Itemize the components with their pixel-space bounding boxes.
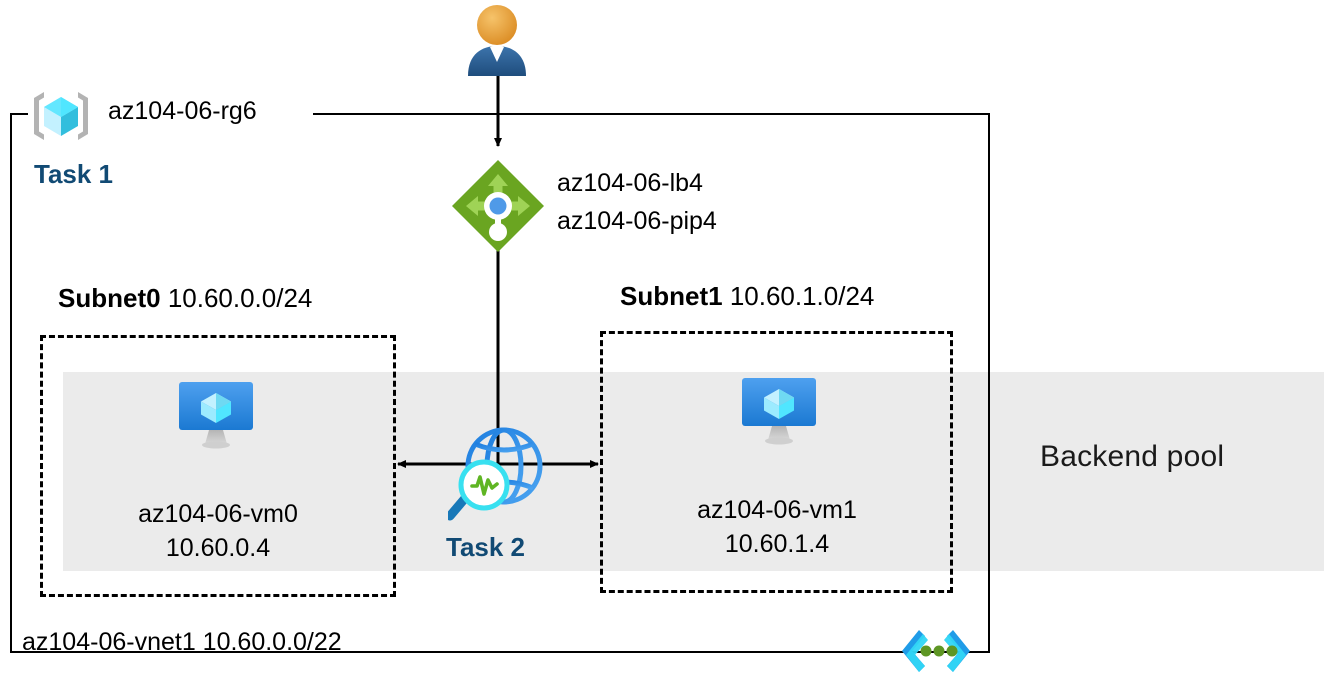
resource-group-box xyxy=(10,113,990,653)
network-watcher-icon xyxy=(445,420,554,526)
virtual-machine-icon xyxy=(740,376,818,448)
vm-label-vm1: az104-06-vm1 10.60.1.4 xyxy=(637,493,917,561)
vnet-label: az104-06-vnet1 10.60.0.0/22 xyxy=(22,628,342,656)
load-balancer-icon xyxy=(450,158,546,254)
task-2-label: Task 2 xyxy=(446,532,526,562)
virtual-machine-icon xyxy=(177,380,255,452)
vm-ip-vm0: 10.60.0.4 xyxy=(165,534,271,562)
vm-ip-vm1: 10.60.1.4 xyxy=(724,530,830,558)
subnet-name-subnet1: Subnet1 xyxy=(620,281,723,311)
resource-group-label-gap xyxy=(28,104,313,124)
resource-group-icon xyxy=(30,88,92,144)
virtual-network-icon xyxy=(897,628,975,674)
user-icon xyxy=(462,2,532,78)
subnet-cidr-subnet1: 10.60.1.0/24 xyxy=(729,281,875,311)
subnet-title-subnet1: Subnet1 10.60.1.0/24 xyxy=(620,281,874,312)
subnet-title-subnet0: Subnet0 10.60.0.0/24 xyxy=(58,283,312,314)
subnet-cidr-subnet0: 10.60.0.0/24 xyxy=(167,283,313,313)
task-1-label: Task 1 xyxy=(34,159,114,189)
vm-label-vm0: az104-06-vm0 10.60.0.4 xyxy=(78,497,358,565)
load-balancer-name: az104-06-lb4 xyxy=(557,169,703,197)
subnet-box-subnet0 xyxy=(40,335,396,597)
vm-name-vm0: az104-06-vm0 xyxy=(138,500,298,528)
subnet-box-subnet1 xyxy=(600,331,953,593)
resource-group-name: az104-06-rg6 xyxy=(108,97,257,125)
public-ip-name: az104-06-pip4 xyxy=(557,207,717,235)
backend-pool-label: Backend pool xyxy=(1040,440,1225,473)
vm-name-vm1: az104-06-vm1 xyxy=(697,496,857,524)
load-balancer-labels: az104-06-lb4 az104-06-pip4 xyxy=(557,164,717,240)
backend-pool-band xyxy=(63,372,1324,571)
subnet-name-subnet0: Subnet0 xyxy=(58,283,161,313)
